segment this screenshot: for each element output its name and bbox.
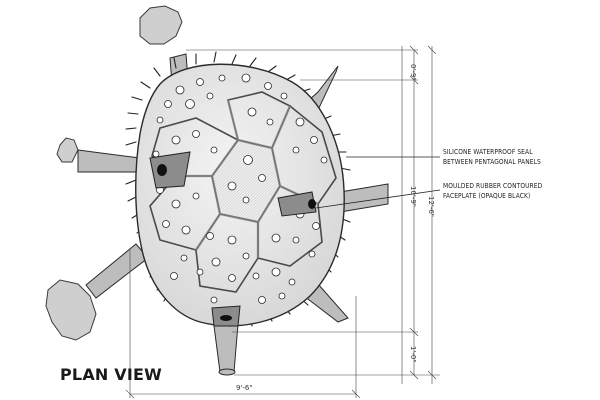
spike-right xyxy=(339,183,389,213)
page-title: PLAN VIEW xyxy=(60,365,162,384)
callout-faceplate-line1: MOULDED RUBBER CONTOURED xyxy=(443,182,543,190)
rock-group xyxy=(45,5,183,341)
spike-bottom xyxy=(213,323,239,373)
spike-bottom-left xyxy=(85,243,149,299)
rock-top xyxy=(139,5,183,45)
callout-faceplate-line2: FACEPLATE (OPAQUE BLACK) xyxy=(443,192,530,200)
rock-bottom-left xyxy=(45,279,97,341)
panel-seams xyxy=(176,99,319,258)
rock-left xyxy=(56,137,79,163)
callout-leaders xyxy=(315,156,441,209)
dim-top-offset: 0'-9" xyxy=(409,64,417,81)
callout-seal-line2: BETWEEN PENTAGONAL PANELS xyxy=(443,158,541,166)
dimension-lines xyxy=(125,45,440,399)
faceplate-left xyxy=(149,151,191,189)
spike-bottom-tip xyxy=(218,368,236,376)
dim-body-height: 10'-9" xyxy=(409,186,417,207)
faceplates xyxy=(149,151,317,327)
dim-bottom-offset: 1'-0" xyxy=(409,346,417,363)
pod-texture xyxy=(152,73,328,304)
dim-width: 9'-6" xyxy=(236,384,253,392)
dim-overall-height: 12'-6" xyxy=(427,196,435,217)
spike-left xyxy=(77,149,141,173)
callout-seal-line1: SILICONE WATERPROOF SEAL xyxy=(443,148,533,156)
faceplate-right xyxy=(277,191,317,217)
